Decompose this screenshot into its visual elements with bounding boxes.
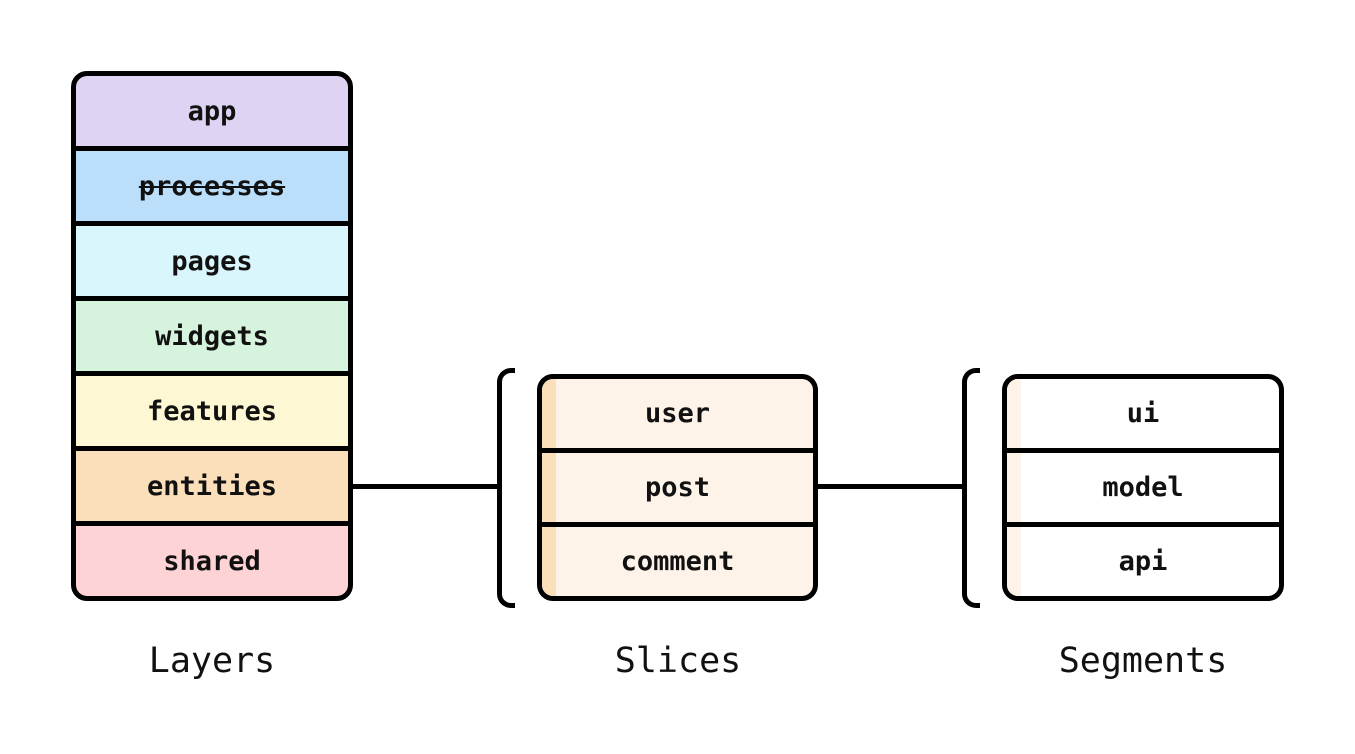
layer-label-widgets: widgets [155,320,269,352]
open-bracket-icon [497,368,515,608]
slice-row-user: user [542,379,813,448]
layer-label-pages: pages [171,245,253,277]
slices-stack: user post comment [537,374,818,601]
connector-layers-to-slices [350,484,500,489]
accent-strip [1007,379,1021,448]
accent-strip [542,527,556,596]
layer-label-features: features [146,395,278,427]
accent-strip [1007,527,1021,596]
segment-row-api: api [1007,522,1279,596]
accent-strip [1007,453,1021,522]
layer-row-shared: shared [76,521,348,596]
slice-row-post: post [542,448,813,522]
segment-label-ui: ui [1126,398,1160,429]
segment-label-model: model [1102,472,1184,503]
accent-strip [542,453,556,522]
layer-row-entities: entities [76,446,348,521]
slice-label-comment: comment [620,546,735,577]
layer-label-shared: shared [163,545,261,577]
layer-label-app: app [187,95,237,127]
connector-slices-to-segments [815,484,965,489]
accent-strip [542,379,556,448]
segments-stack: ui model api [1002,374,1284,601]
slice-row-comment: comment [542,522,813,596]
segment-label-api: api [1118,546,1168,577]
layers-caption: Layers [148,641,276,681]
layer-label-processes: processes [138,170,286,202]
slice-label-post: post [644,472,711,503]
slice-label-user: user [644,398,711,429]
layer-row-pages: pages [76,221,348,296]
segment-row-ui: ui [1007,379,1279,448]
layers-stack: app processes pages widgets features ent… [71,71,353,601]
segment-row-model: model [1007,448,1279,522]
layer-row-processes: processes [76,146,348,221]
layer-row-features: features [76,371,348,446]
segments-caption: Segments [1058,641,1228,681]
layer-label-entities: entities [146,470,278,502]
layer-row-widgets: widgets [76,296,348,371]
open-bracket-icon [962,368,980,608]
layer-row-app: app [76,76,348,146]
slices-caption: Slices [614,641,742,681]
